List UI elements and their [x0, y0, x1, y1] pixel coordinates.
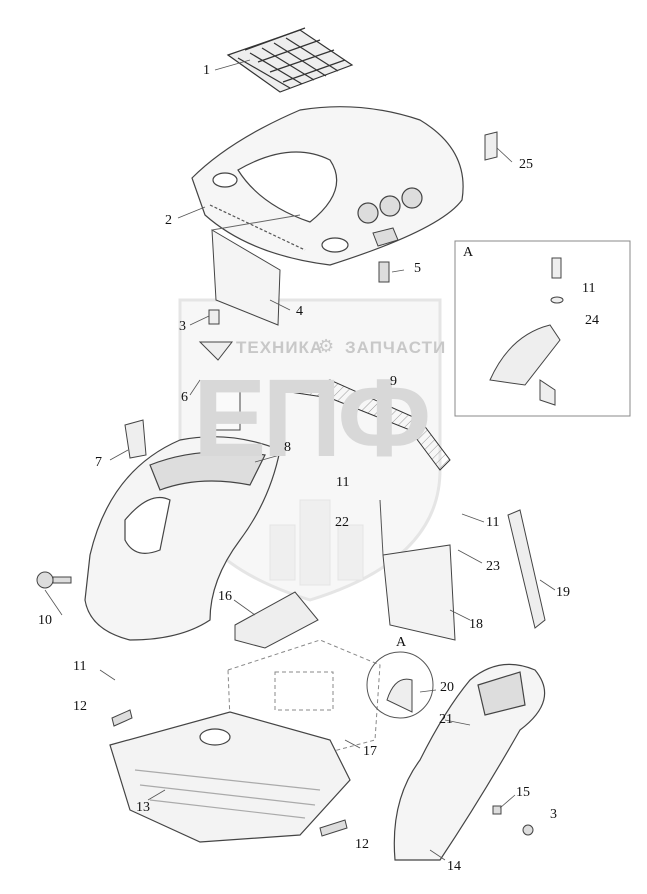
part-25-clip [484, 131, 498, 161]
part-10-knob [36, 571, 72, 589]
callout-16: 16 [218, 589, 232, 604]
watermark-logo: ЕПФ [193, 357, 431, 480]
part-7-trim [124, 419, 147, 459]
callout-12-b: 12 [355, 837, 369, 852]
callout-20: 20 [440, 680, 454, 695]
part-15-fasteners [492, 805, 534, 836]
watermark-text-2: ЗАПЧАСТИ [345, 338, 447, 357]
part-9-strip [289, 379, 451, 471]
detail-a-circle [366, 651, 434, 719]
callout-A-box: A [463, 245, 474, 260]
part-20-clip [386, 678, 413, 713]
callout-25: 25 [519, 157, 533, 172]
callout-8: 8 [284, 440, 291, 455]
detail-a-contents [489, 257, 564, 406]
part-14-fender [393, 663, 546, 861]
callout-11-c: 11 [486, 515, 500, 530]
part-16-bracket [234, 591, 319, 649]
part-12-bracket-a [111, 709, 133, 727]
part-12-bracket-b [319, 819, 348, 837]
detail-a-box [454, 240, 631, 417]
part-13-floor-mat [109, 711, 351, 843]
callout-2: 2 [165, 213, 172, 228]
watermark-text-1: ТЕХНИКА [236, 338, 324, 357]
callout-23: 23 [486, 559, 500, 574]
callout-17: 17 [363, 744, 377, 759]
part-4-panel [211, 214, 301, 326]
callout-11-d: 11 [73, 659, 87, 674]
callout-4: 4 [296, 304, 303, 319]
callout-13: 13 [136, 800, 150, 815]
callout-12-a: 12 [73, 699, 87, 714]
callout-14: 14 [447, 859, 461, 874]
callout-3-top: 3 [179, 319, 186, 334]
callout-24: 24 [585, 313, 599, 328]
callout-18: 18 [469, 617, 483, 632]
callout-7: 7 [95, 455, 102, 470]
callout-6: 6 [181, 390, 188, 405]
leader-lines [44, 59, 556, 861]
callout-5: 5 [414, 261, 421, 276]
part-1-grille [226, 27, 354, 93]
callout-21: 21 [439, 712, 453, 727]
part-19-strip [507, 509, 546, 629]
callout-22: 22 [335, 515, 349, 530]
callout-19: 19 [556, 585, 570, 600]
watermark-gear-icon: ⚙ [318, 336, 336, 356]
part-3-6-brackets [198, 309, 241, 431]
callout-15: 15 [516, 785, 530, 800]
part-5-fastener [372, 227, 399, 283]
callout-A-circle: A [396, 635, 407, 650]
callout-10: 10 [38, 613, 52, 628]
part-18-panel [379, 499, 456, 641]
part-2-roof-panel [191, 106, 464, 266]
callout-9: 9 [390, 374, 397, 389]
callout-11-b: 11 [336, 475, 350, 490]
callout-11-a: 11 [582, 281, 596, 296]
callout-1: 1 [203, 63, 210, 78]
part-8-cowl [84, 436, 281, 641]
callout-3-bottom: 3 [550, 807, 557, 822]
